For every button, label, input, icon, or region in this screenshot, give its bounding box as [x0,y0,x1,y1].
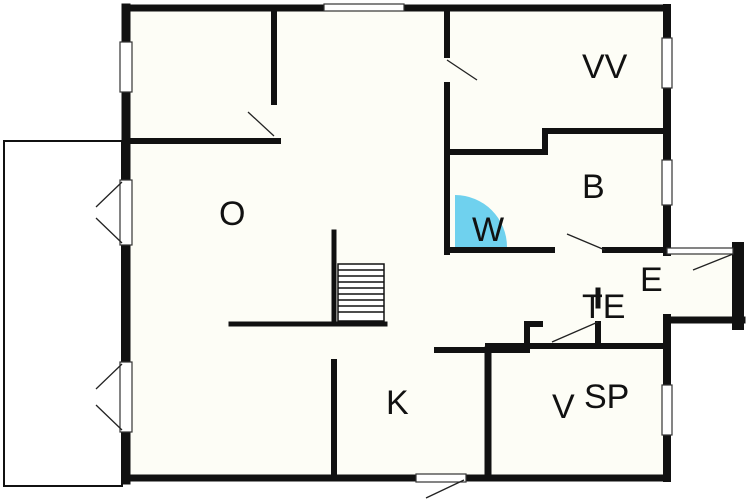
terrace [3,140,123,487]
room-label-te: TE [582,288,626,326]
room-label-w: W [472,211,505,249]
shower-arc [455,195,507,247]
room-label-o: O [219,195,246,233]
door-swings [95,59,734,499]
stairs [337,263,385,322]
room-label-vsp-v: V [552,388,575,426]
walls [121,3,746,485]
room-label-vv: VV [582,48,628,86]
room-label-k: K [386,384,409,422]
floor-area [126,8,738,478]
room-label-vsp-sp: SP [584,378,630,416]
room-label-e: E [640,261,663,299]
room-label-b: B [582,168,605,206]
windows [119,3,734,483]
